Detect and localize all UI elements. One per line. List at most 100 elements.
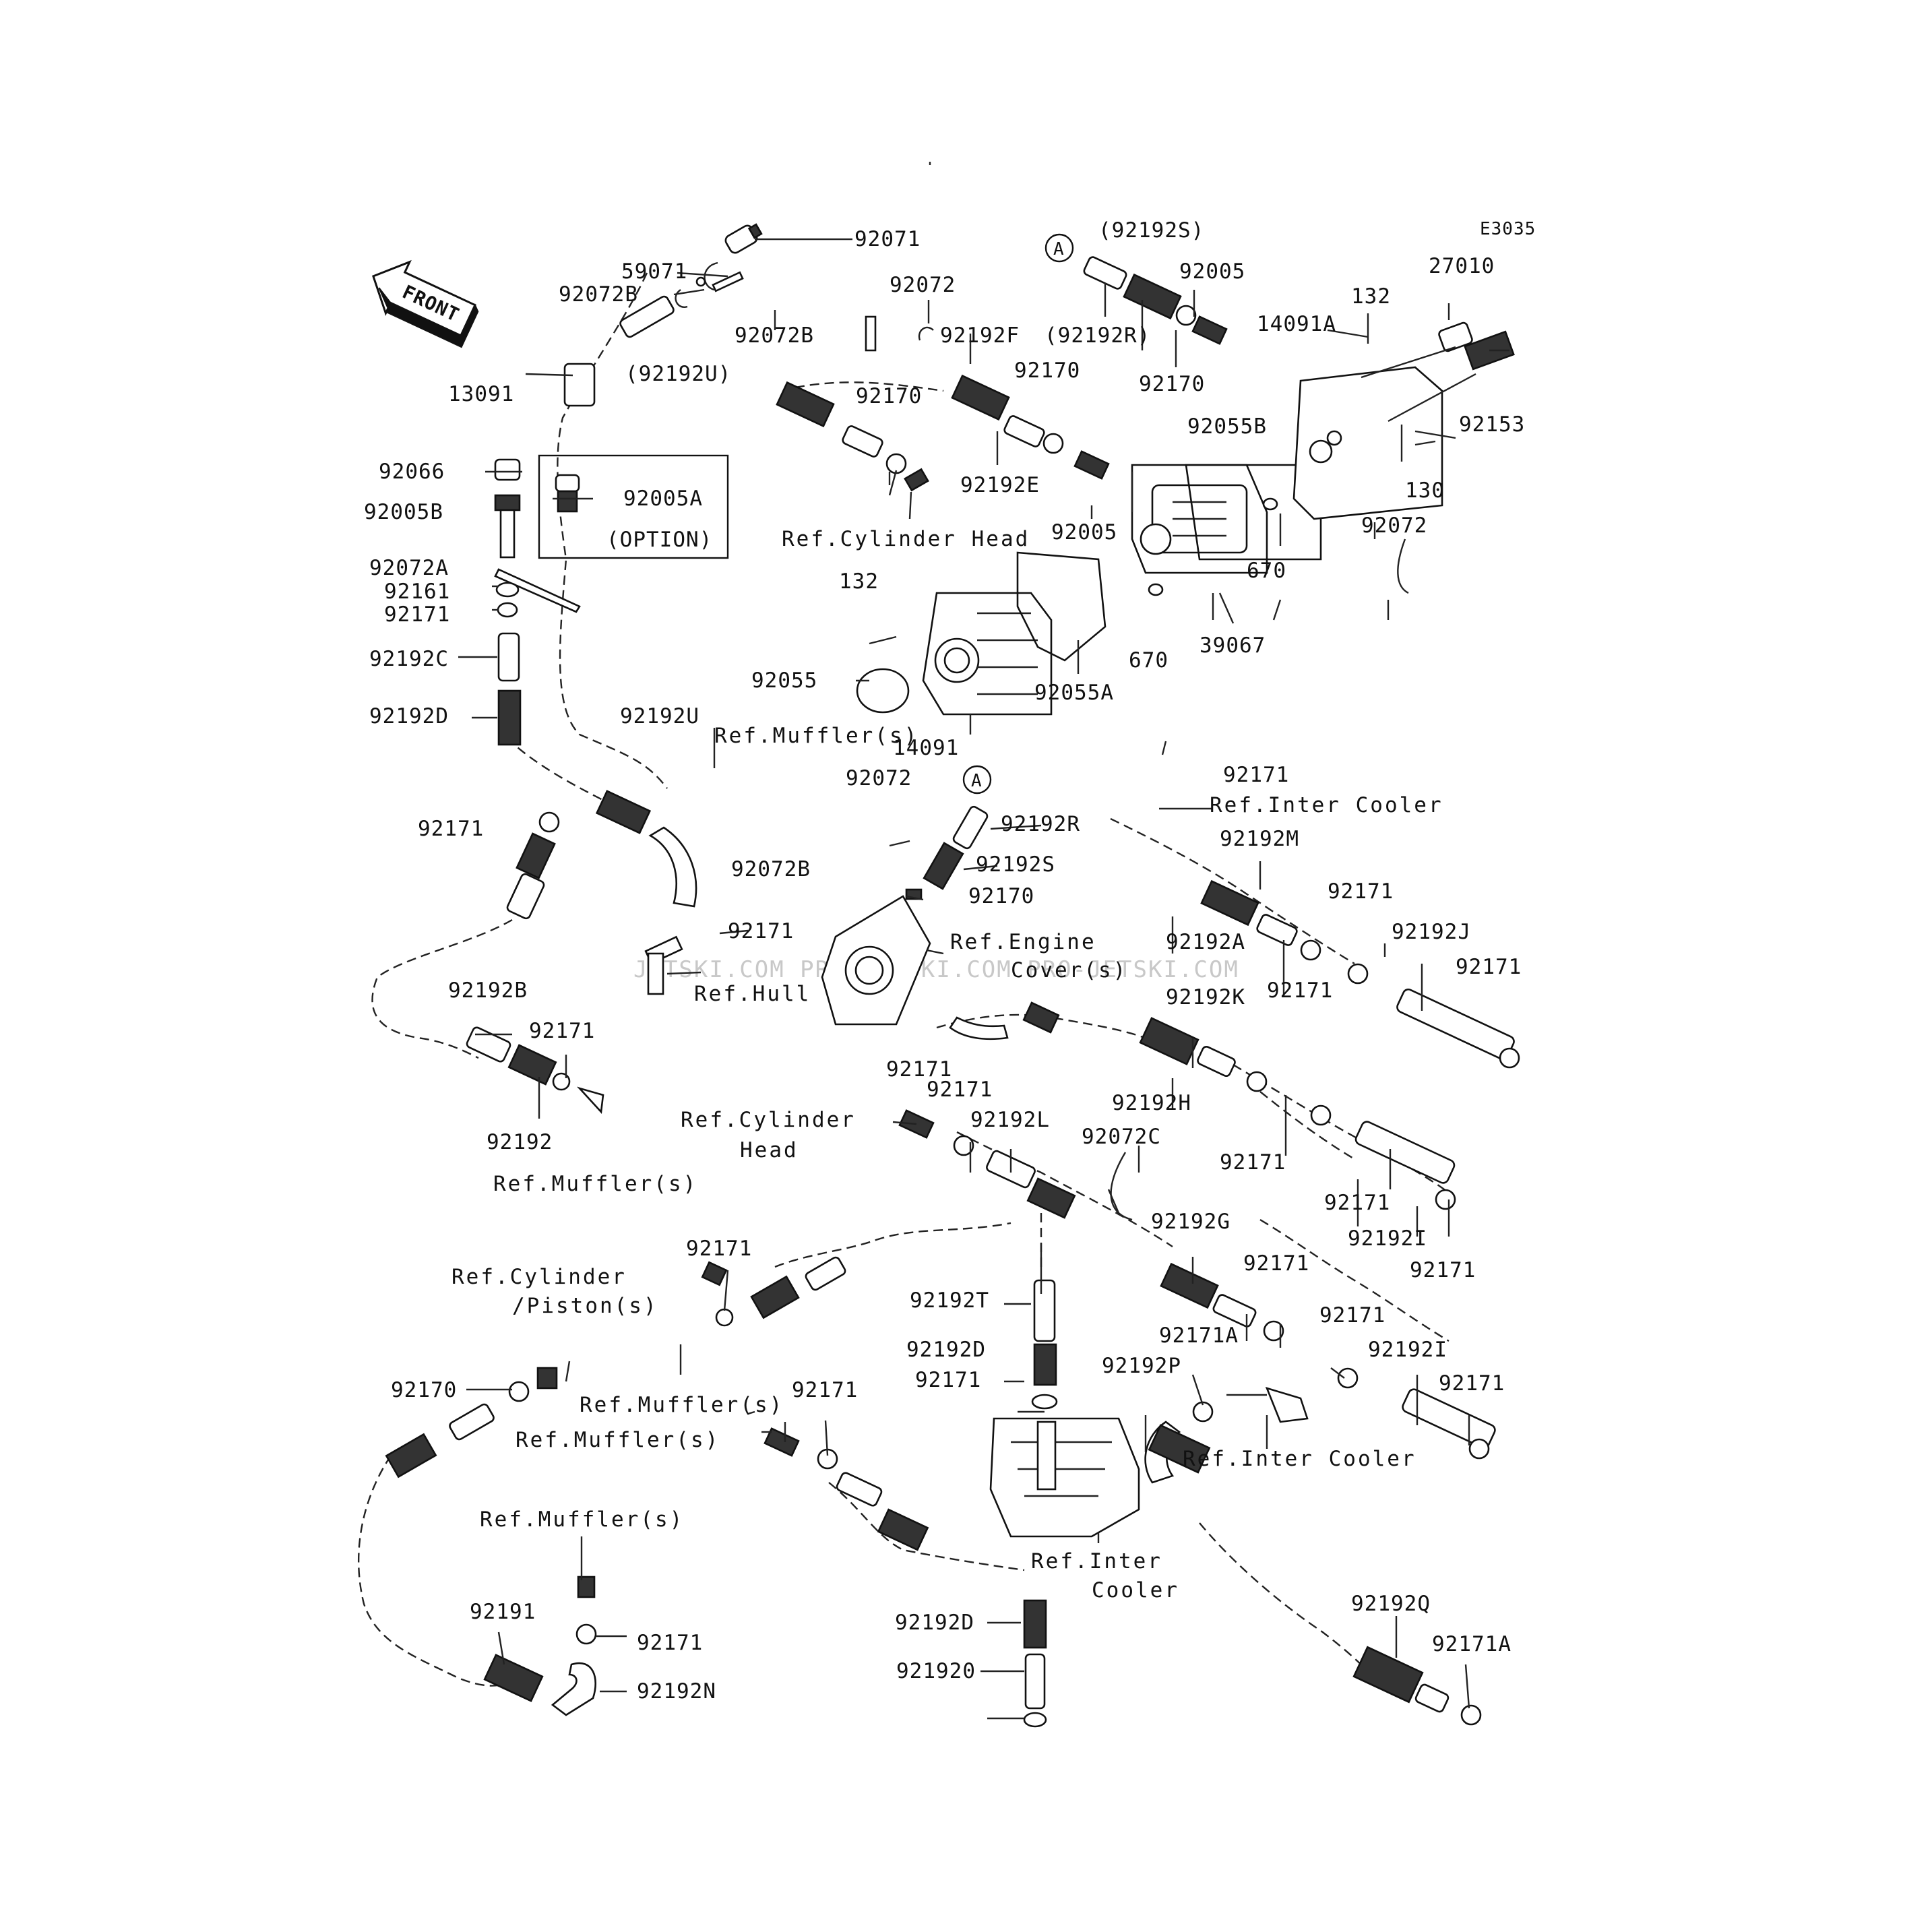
part-label: 92170 xyxy=(391,1378,457,1402)
part-label: 92192F xyxy=(940,323,1020,348)
part-label: 92192E xyxy=(960,473,1040,497)
svg-text:A: A xyxy=(1053,239,1065,259)
ref-label: /Piston(s) xyxy=(512,1294,658,1318)
marker-a-middle: A xyxy=(962,765,992,794)
ref-label: Ref.Engine xyxy=(950,930,1096,954)
part-label: 92192T xyxy=(910,1288,989,1313)
part-label: 92192G xyxy=(1151,1210,1230,1234)
part-label: 92171A xyxy=(1432,1632,1512,1656)
part-label: 132 xyxy=(839,569,879,594)
part-label: 92192M xyxy=(1220,827,1299,851)
part-labels: 92071 59071 92072B 92072B 92072 92192F (… xyxy=(364,218,1525,1704)
part-label: 92170 xyxy=(1014,359,1080,383)
part-label: 92192A xyxy=(1166,930,1245,954)
part-label: 92192J xyxy=(1392,920,1471,944)
part-label: 92071 xyxy=(854,227,921,251)
part-label: 92055A xyxy=(1034,681,1114,705)
part-label: 92192L xyxy=(970,1108,1050,1132)
part-label: 92153 xyxy=(1459,412,1525,437)
part-label: 92192N xyxy=(637,1679,716,1704)
part-label: (92192S) xyxy=(1098,218,1204,243)
marker-a-top: A xyxy=(1045,233,1074,263)
part-label: 92192B xyxy=(448,978,528,1003)
ref-label: Ref.Cylinder xyxy=(451,1265,627,1289)
part-label: 670 xyxy=(1129,648,1168,673)
front-arrow-icon: FRONT xyxy=(372,259,479,348)
part-label: 92192P xyxy=(1102,1354,1181,1378)
part-label: 92005B xyxy=(364,500,443,524)
part-label: 92072 xyxy=(1361,513,1427,538)
part-label: 130 xyxy=(1405,478,1445,503)
part-label: 92055B xyxy=(1187,414,1267,439)
part-label: 59071 xyxy=(621,259,687,284)
part-label: 92192D xyxy=(906,1338,986,1362)
part-label: 670 xyxy=(1247,559,1286,583)
part-label: 92072 xyxy=(890,273,956,297)
part-label: 92171 xyxy=(1410,1258,1476,1282)
part-label: 92171 xyxy=(927,1078,993,1102)
part-label: 92192R xyxy=(1001,812,1080,836)
option-box-label: (OPTION) xyxy=(606,528,712,552)
part-label: 92005 xyxy=(1179,259,1245,284)
part-label: (92192U) xyxy=(625,362,731,386)
part-label: 92171 xyxy=(686,1237,752,1261)
part-label: (92192R) xyxy=(1045,323,1150,348)
ref-label: Ref.Muffler(s) xyxy=(714,724,918,748)
part-label: 92072B xyxy=(731,857,811,881)
part-label: 92170 xyxy=(856,384,922,408)
ref-label: Ref.Muffler(s) xyxy=(480,1507,684,1532)
diagram-code: E3035 xyxy=(1480,219,1536,239)
watermark: JETSKI.COM PRO-JETSKI.COM PRO-JETSKI.COM xyxy=(633,956,1239,983)
part-label: 92192D xyxy=(895,1611,974,1635)
part-label: 92170 xyxy=(1139,372,1205,396)
ref-label: Ref.Hull xyxy=(694,982,811,1006)
part-label: 92072B xyxy=(559,282,638,307)
ref-label: Ref.Muffler(s) xyxy=(516,1428,720,1452)
part-label: 92192D xyxy=(369,704,449,728)
part-label: 92171 xyxy=(1220,1150,1286,1175)
part-label: 92171 xyxy=(1223,763,1289,787)
part-label: 92171 xyxy=(637,1631,703,1655)
part-label: 92171 xyxy=(728,919,794,943)
part-label: 92171 xyxy=(1328,879,1394,904)
part-label: 27010 xyxy=(1429,254,1495,278)
ref-label: Cover(s) xyxy=(1011,958,1127,983)
part-label: 92055 xyxy=(751,668,817,693)
part-label: 92171A xyxy=(1159,1323,1239,1348)
parts-shapes xyxy=(385,162,1520,1728)
part-label: 92005A xyxy=(623,487,703,511)
part-label: 92192U xyxy=(620,704,699,728)
part-label: 921920 xyxy=(896,1659,976,1683)
part-label: 92192I xyxy=(1348,1226,1427,1251)
ref-label: Ref.Inter Cooler xyxy=(1183,1447,1416,1471)
part-label: 92171 xyxy=(1267,978,1333,1003)
ref-label: Cooler xyxy=(1092,1578,1179,1602)
part-label: 92171 xyxy=(1439,1371,1505,1396)
ref-label: Ref.Inter xyxy=(1031,1549,1162,1573)
ref-label: Ref.Cylinder xyxy=(681,1108,856,1132)
part-label: 92191 xyxy=(470,1600,536,1624)
ref-label: Ref.Inter Cooler xyxy=(1210,793,1443,817)
part-label: 92192I xyxy=(1368,1338,1447,1362)
leader-lines xyxy=(458,238,1509,1720)
part-label: 92072C xyxy=(1082,1125,1161,1149)
ref-label: Ref.Muffler(s) xyxy=(493,1172,697,1196)
part-label: 92072A xyxy=(369,556,449,580)
part-label: 13091 xyxy=(448,382,514,406)
option-box xyxy=(538,454,729,559)
part-label: 92171 xyxy=(792,1378,858,1402)
part-label: 92072 xyxy=(846,766,912,790)
part-label: 92171 xyxy=(1324,1191,1390,1215)
part-label: 92005 xyxy=(1051,520,1117,544)
part-label: 92171 xyxy=(1319,1303,1385,1328)
svg-text:A: A xyxy=(971,771,983,791)
part-label: 92192C xyxy=(369,647,449,671)
part-label: 92192S xyxy=(976,852,1055,877)
part-label: 92170 xyxy=(968,884,1034,908)
part-label: 92171 xyxy=(418,817,484,841)
part-label: 92171 xyxy=(1456,955,1522,979)
part-label: 132 xyxy=(1351,284,1391,309)
part-label: 92066 xyxy=(379,460,445,484)
part-label: 92072B xyxy=(735,323,814,348)
